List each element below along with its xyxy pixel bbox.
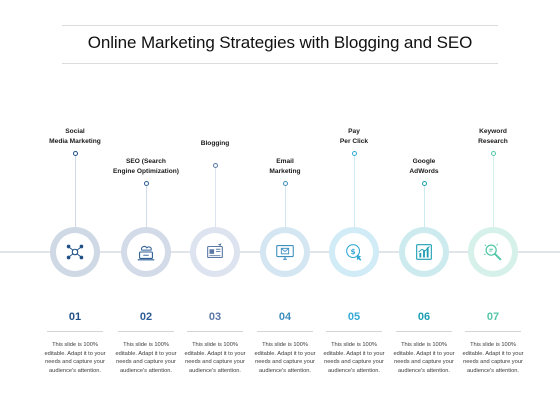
step-divider (257, 331, 313, 332)
step-label: Social Media Marketing (49, 128, 101, 145)
stem-line (74, 156, 76, 227)
stem-line (353, 156, 355, 227)
step-circle (399, 227, 449, 277)
slide-title: Online Marketing Strategies with Bloggin… (87, 33, 473, 52)
step-number: 01 (68, 311, 82, 323)
stem-line (214, 168, 216, 227)
step-description: This slide is 100% editable. Adapt it to… (462, 342, 524, 374)
step-circle (121, 227, 171, 277)
step-divider (47, 331, 103, 332)
step-number: 04 (278, 311, 292, 323)
stem-line (284, 186, 286, 227)
step-circle-inner (196, 233, 234, 271)
step-label: Email Marketing (269, 158, 301, 175)
stem-dot (143, 181, 149, 186)
step-label: Keyword Research (478, 128, 508, 145)
blog-edit-icon (207, 243, 223, 259)
svg-text:$: $ (351, 247, 356, 256)
step-label: Google AdWords (409, 158, 439, 175)
stem-dot (490, 151, 496, 156)
step-number: 03 (208, 311, 222, 323)
title-top-rule (62, 25, 498, 26)
step-description: This slide is 100% editable. Adapt it to… (115, 342, 177, 374)
social-network-icon (66, 244, 84, 260)
step-circle-inner (405, 233, 443, 271)
title-bottom-rule (62, 63, 498, 64)
step-circle (468, 227, 518, 277)
stem-dot (72, 151, 78, 156)
step-label: Pay Per Click (339, 128, 369, 145)
step-divider (326, 331, 382, 332)
magnifier-keyword-icon (483, 243, 502, 261)
cloud-laptop-icon (137, 245, 155, 261)
stem-dot (282, 181, 288, 186)
step-circle (50, 227, 100, 277)
step-circle-inner (474, 233, 512, 271)
step-description: This slide is 100% editable. Adapt it to… (254, 342, 316, 374)
stem-line (492, 156, 494, 227)
step-circle-inner (127, 233, 165, 271)
step-label: SEO (Search Engine Optimization) (113, 158, 179, 175)
analytics-chart-icon (416, 244, 432, 260)
step-circle-inner (56, 233, 94, 271)
step-description: This slide is 100% editable. Adapt it to… (393, 342, 455, 374)
step-description: This slide is 100% editable. Adapt it to… (184, 342, 246, 374)
stem-dot (351, 151, 357, 156)
step-number: 07 (486, 311, 500, 323)
step-circle (190, 227, 240, 277)
step-circle-inner (266, 233, 304, 271)
stem-line (145, 186, 147, 227)
email-monitor-icon (276, 245, 294, 260)
step-number: 06 (417, 311, 431, 323)
stem-dot (212, 163, 218, 168)
click-payment-icon: $ (346, 244, 362, 261)
stem-dot (421, 181, 427, 186)
step-circle-inner: $ (335, 233, 373, 271)
step-divider (465, 331, 521, 332)
step-description: This slide is 100% editable. Adapt it to… (323, 342, 385, 374)
step-label: Blogging (200, 140, 230, 147)
stem-line (423, 186, 425, 227)
step-divider (187, 331, 243, 332)
step-description: This slide is 100% editable. Adapt it to… (44, 342, 106, 374)
step-divider (396, 331, 452, 332)
step-circle (260, 227, 310, 277)
step-circle: $ (329, 227, 379, 277)
step-divider (118, 331, 174, 332)
step-number: 05 (347, 311, 361, 323)
step-number: 02 (139, 311, 153, 323)
